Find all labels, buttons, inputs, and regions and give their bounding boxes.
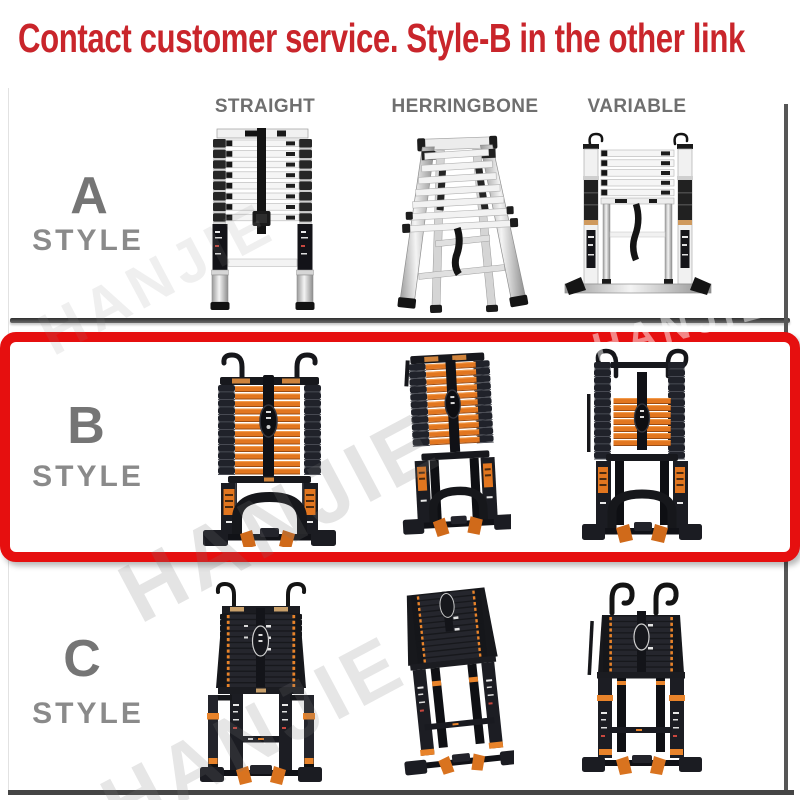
column-header-variable: VARIABLE	[587, 96, 687, 117]
column-header-straight: STRAIGHT	[214, 96, 316, 117]
column-header-herringbone: HERRINGBONE	[391, 96, 539, 117]
row-divider-line	[10, 318, 790, 323]
ladder-a-straight-photo	[210, 128, 315, 310]
row-style-a: STRAIGHT HERRINGBONE VARIABLE A STYLE	[0, 88, 800, 320]
style-b-label: STYLE	[32, 460, 144, 493]
row-style-c: C STYLE	[0, 566, 800, 794]
ladder-b-variable-photo	[582, 348, 702, 543]
ladder-c-herringbone-photo	[404, 587, 514, 776]
ladder-a-herringbone-photo	[397, 135, 529, 313]
row-style-b: B STYLE	[0, 332, 800, 562]
photo-edge-bottom	[8, 790, 794, 795]
ladder-b-straight-photo	[203, 352, 336, 547]
ladder-c-straight-photo	[200, 581, 322, 785]
style-b-letter: B	[67, 397, 105, 455]
style-a-letter: A	[70, 167, 108, 225]
style-c-letter: C	[63, 630, 101, 688]
ladder-b-herringbone-photo	[402, 352, 511, 538]
style-a-label: STYLE	[32, 224, 144, 257]
ladder-c-variable-photo	[582, 582, 702, 775]
ladder-a-variable-photo	[564, 132, 712, 295]
headline-text: Contact customer service. Style-B in the…	[18, 15, 745, 61]
style-c-label: STYLE	[32, 697, 144, 730]
